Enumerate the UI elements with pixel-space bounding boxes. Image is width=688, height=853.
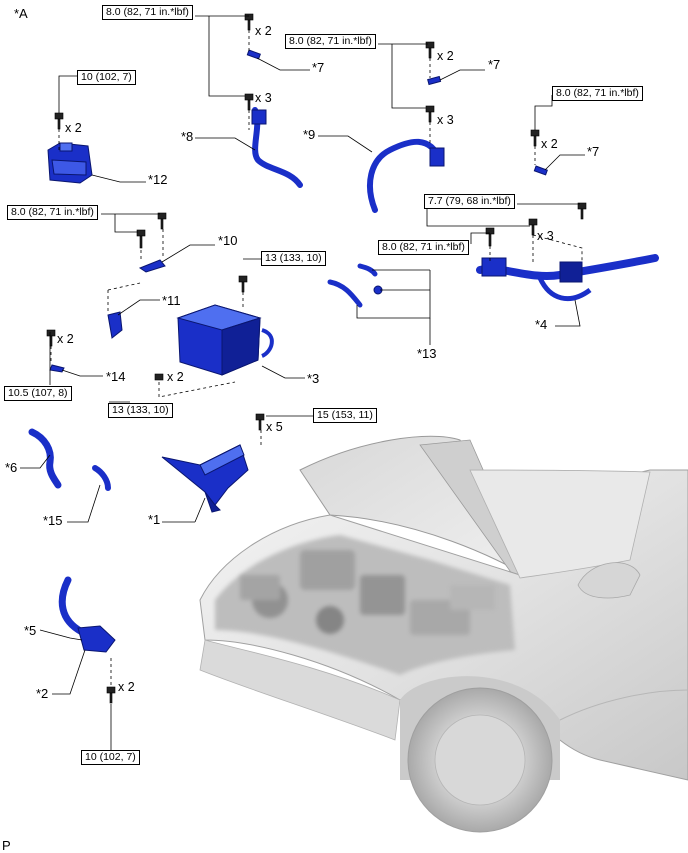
parts: [28, 49, 659, 653]
torque-right-77: 7.7 (79, 68 in.*lbf): [424, 194, 515, 209]
part-8: [252, 107, 303, 188]
callout-3: *3: [307, 371, 320, 386]
qty-11: x 2: [118, 680, 135, 694]
part-6: [28, 428, 62, 489]
callout-8: *8: [181, 129, 194, 144]
part-3-inverter: [176, 304, 274, 376]
torque-top-mid: 8.0 (82, 71 in.*lbf): [285, 34, 376, 49]
callout-7a: *7: [312, 60, 325, 75]
callout-4: *4: [535, 317, 548, 332]
callout-13: *13: [417, 346, 437, 361]
torque-left-105: 10.5 (107, 8): [4, 386, 72, 401]
callout-15: *15: [43, 513, 63, 528]
torque-inverter-bottom: 13 (133, 10): [108, 403, 173, 418]
leader-lines: [20, 15, 585, 750]
part-4: [476, 254, 659, 301]
part-2: [77, 625, 116, 653]
qty-2: x 3: [255, 91, 272, 105]
part-10: [138, 259, 166, 273]
callout-5: *5: [24, 623, 37, 638]
qty-8: x 2: [57, 332, 74, 346]
qty-4: x 3: [437, 113, 454, 127]
qty-5: x 2: [541, 137, 558, 151]
part-12: [47, 142, 93, 184]
callout-14: *14: [106, 369, 126, 384]
torque-bracket: 15 (153, 11): [313, 408, 377, 423]
part-14: [49, 364, 65, 373]
footer-mark: P: [2, 838, 11, 853]
torque-bottom: 10 (102, 7): [81, 750, 140, 765]
callout-12: *12: [148, 172, 168, 187]
callout-10: *10: [218, 233, 238, 248]
torque-right-top: 8.0 (82, 71 in.*lbf): [552, 86, 643, 101]
qty-9: x 2: [167, 370, 184, 384]
qty-6: x 2: [65, 121, 82, 135]
view-label: *A: [14, 6, 28, 21]
callout-9: *9: [303, 127, 316, 142]
dashed-lines: [50, 30, 583, 686]
qty-7: x 3: [537, 229, 554, 243]
part-5: [58, 576, 86, 636]
callout-1: *1: [148, 512, 161, 527]
callout-11: *11: [162, 293, 181, 308]
callout-7c: *7: [587, 144, 600, 159]
qty-3: x 2: [437, 49, 454, 63]
torque-right-80b: 8.0 (82, 71 in.*lbf): [378, 240, 469, 255]
callout-6: *6: [5, 460, 18, 475]
part-11: [107, 311, 123, 339]
callout-7b: *7: [488, 57, 501, 72]
part-13: [327, 279, 363, 308]
torque-left-top: 10 (102, 7): [77, 70, 136, 85]
vehicle-illustration: [199, 435, 688, 833]
part-1: [161, 444, 249, 513]
qty-1: x 2: [255, 24, 272, 38]
part-15: [92, 465, 111, 491]
qty-10: x 5: [266, 420, 283, 434]
torque-left-mid: 8.0 (82, 71 in.*lbf): [7, 205, 98, 220]
torque-top-center: 8.0 (82, 71 in.*lbf): [102, 5, 193, 20]
callout-2: *2: [36, 686, 49, 701]
part-9: [367, 138, 443, 213]
torque-inverter-top: 13 (133, 10): [261, 251, 326, 266]
